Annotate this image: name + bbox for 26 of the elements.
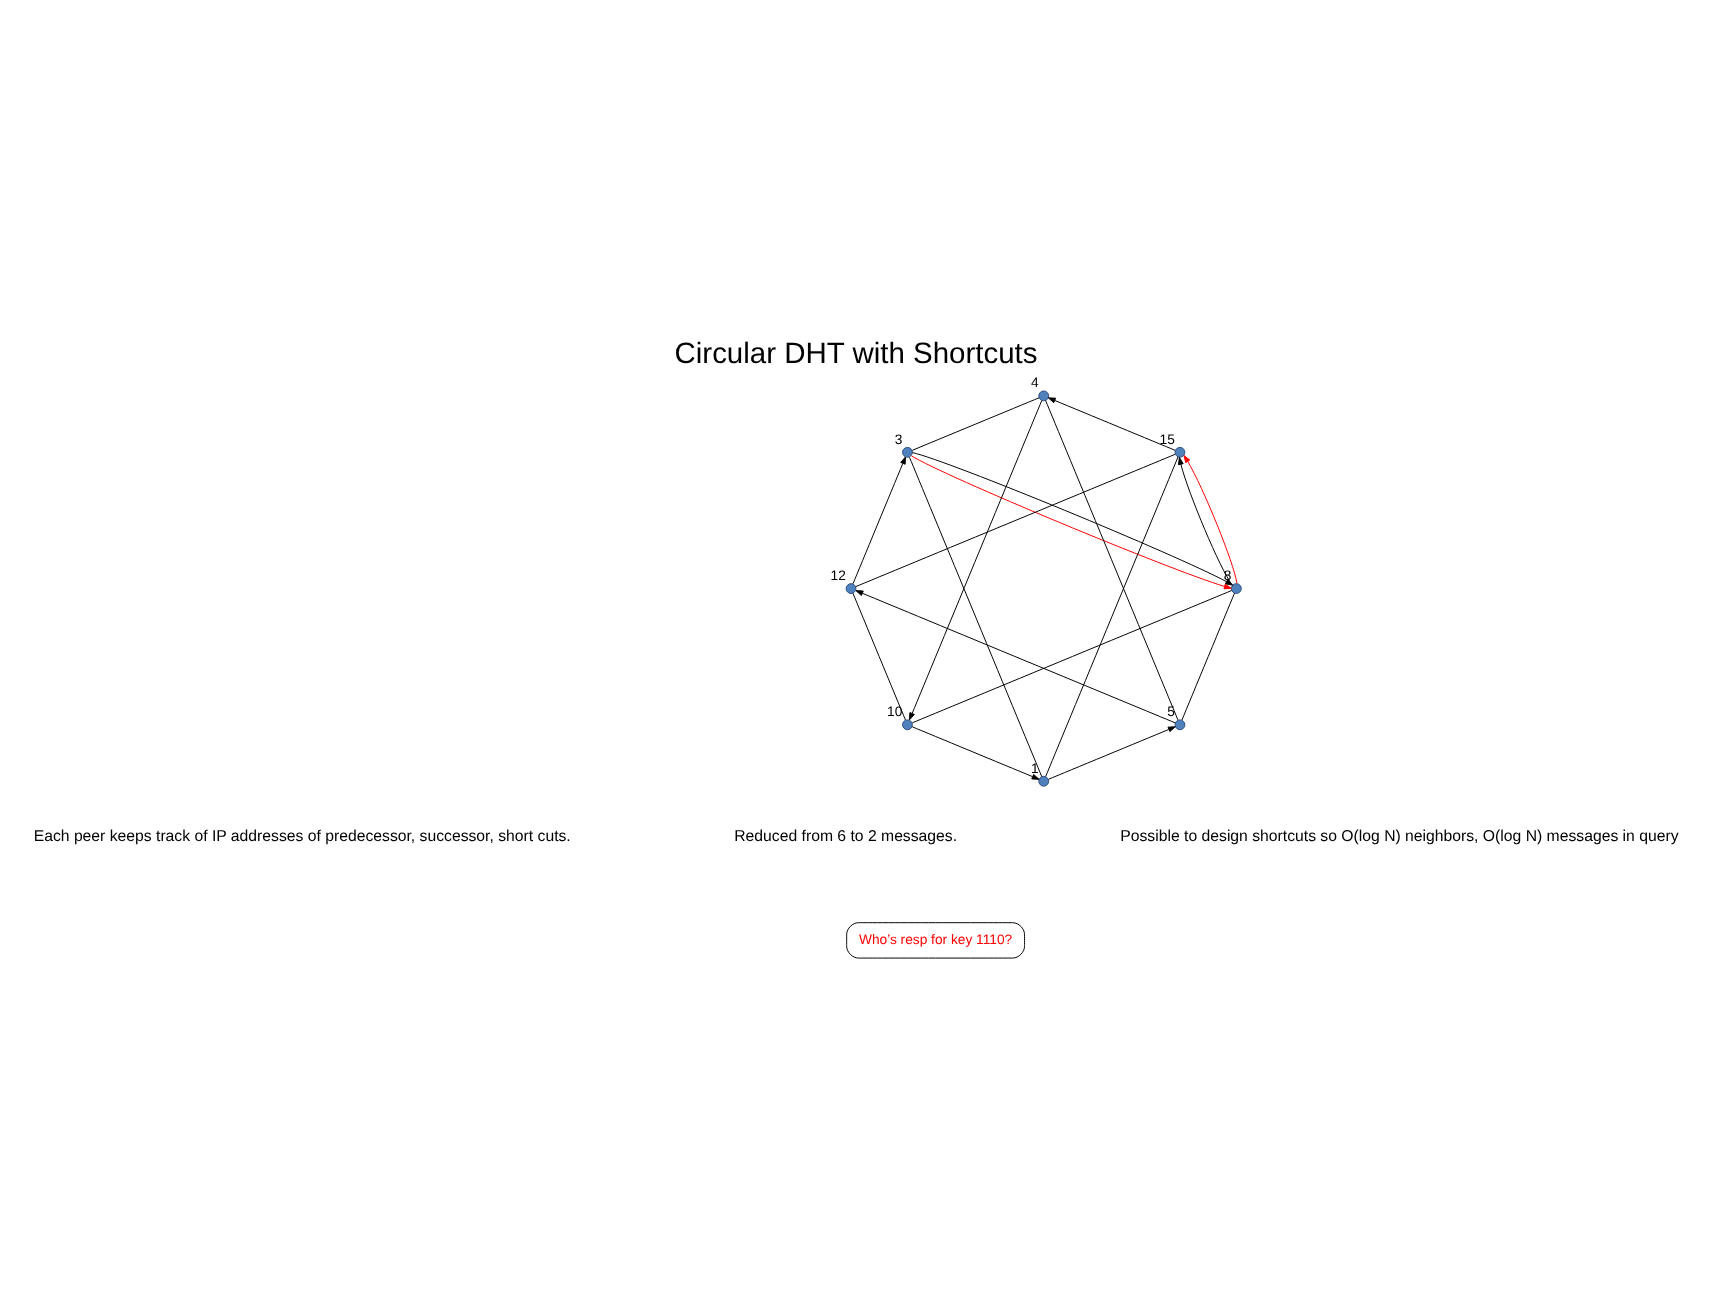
- connector: [855, 452, 1176, 587]
- node-circle: [1174, 718, 1186, 730]
- label: Possible to design shortcuts so O(log N) neighbors, O(log N) messages in query: [1120, 825, 1679, 844]
- node-circle: [1174, 445, 1186, 457]
- arrow: [1047, 396, 1176, 450]
- arrow: [911, 725, 1040, 779]
- node-circle: [845, 582, 857, 593]
- connector: [911, 396, 1040, 450]
- connector: [1045, 455, 1179, 776]
- arrow: [852, 455, 906, 584]
- arrow: [855, 589, 1176, 723]
- node-circle: [1038, 774, 1050, 786]
- label: Each peer keeps track of IP addresses of predecessor, successor, short cuts.: [33, 825, 571, 844]
- label: Reduced from 6 to 2 messages.: [734, 825, 958, 844]
- node-circle: [902, 445, 913, 457]
- connector: [1045, 399, 1179, 720]
- arrow: [1048, 725, 1176, 779]
- diagram-title: Circular DHT with Shortcuts: [674, 338, 1038, 371]
- connector: [1181, 591, 1235, 720]
- node-circle: [1038, 389, 1050, 401]
- node-circle: [902, 718, 913, 730]
- node-circle: [1231, 582, 1242, 593]
- connector: [909, 455, 1043, 777]
- connector: [911, 589, 1233, 723]
- arrow: [909, 399, 1043, 720]
- connector: [852, 591, 906, 720]
